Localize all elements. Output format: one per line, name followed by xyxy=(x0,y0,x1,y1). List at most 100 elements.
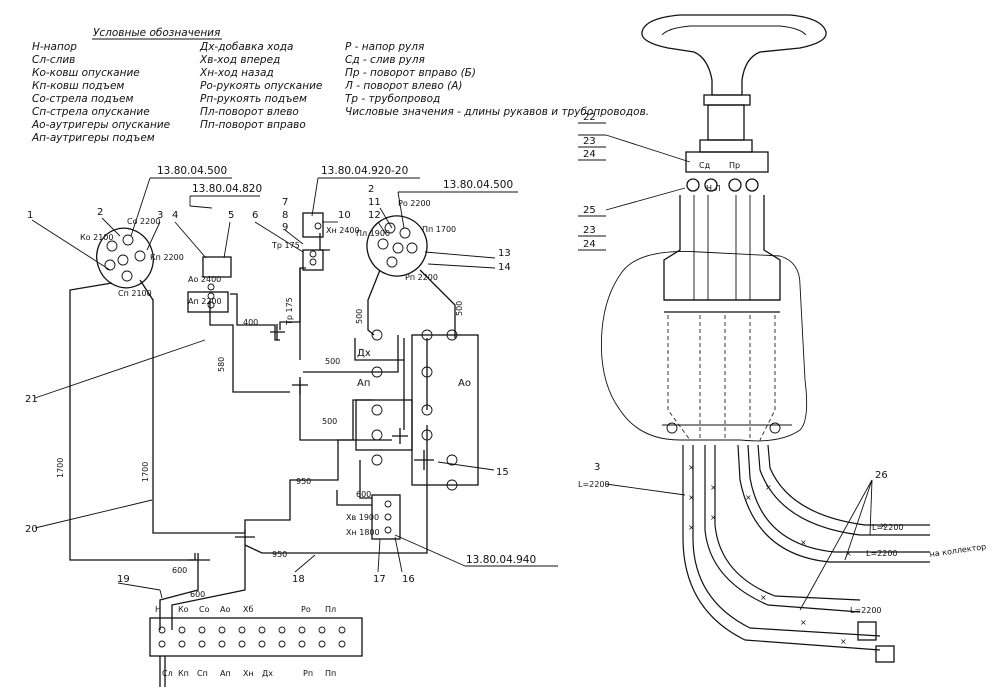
label-l2200-c: L=2200 xyxy=(866,549,898,558)
leader xyxy=(34,499,153,529)
port-circle xyxy=(207,283,215,291)
tee-fitting xyxy=(292,377,308,395)
pipe-xn xyxy=(319,233,330,251)
connector-top-label: Хб xyxy=(243,605,253,614)
steering-hub xyxy=(703,94,751,106)
leader xyxy=(174,221,207,259)
callout-8: 8 xyxy=(282,210,288,221)
pipe-1700-left xyxy=(69,282,196,561)
legend-item: Со-стрела подъем xyxy=(32,93,133,105)
callout-19: 19 xyxy=(117,574,130,585)
callout-22: 22 xyxy=(583,112,596,123)
legend-item: Ро-рукоять опускание xyxy=(200,80,322,92)
label-pr: Пр xyxy=(729,161,740,170)
port-circle xyxy=(134,250,146,262)
pipe-950-lower xyxy=(244,425,428,554)
port-circle xyxy=(446,479,458,491)
connector-port xyxy=(258,640,266,648)
leader xyxy=(223,221,231,259)
distributor-left xyxy=(96,227,154,289)
callout-23b: 23 xyxy=(583,225,596,236)
hose-tick-mark: × xyxy=(845,549,852,558)
port-circle xyxy=(384,513,392,521)
port-circle xyxy=(384,526,392,534)
callout-4: 4 xyxy=(172,210,178,221)
hose-lines xyxy=(693,195,751,300)
callout-9: 9 xyxy=(282,222,288,233)
hose-tick-mark: × xyxy=(688,493,695,502)
port-circle xyxy=(392,242,404,254)
port-circle xyxy=(106,240,118,252)
leader xyxy=(159,589,163,599)
left-schematic: Ко 2100 Со 2200 Кп 2200 Сп 2100 Ао 2400 … xyxy=(25,165,558,687)
steering-flange xyxy=(699,139,753,153)
valve-block-ao xyxy=(187,291,229,313)
port-circle xyxy=(207,301,215,309)
steering-valve xyxy=(685,151,769,173)
tee-fitting xyxy=(235,530,255,545)
callout-17: 17 xyxy=(373,574,386,585)
code-820: 13.80.04.820 xyxy=(192,183,262,195)
connector-port xyxy=(158,626,166,634)
port-circle xyxy=(371,366,383,378)
pipe-h xyxy=(159,568,199,630)
legend-item: Л - поворот влево (А) xyxy=(344,80,463,92)
dim-950a: 950 xyxy=(296,477,311,486)
dim-580: 580 xyxy=(217,357,226,372)
hose-3 xyxy=(737,444,930,563)
hidden-hoses xyxy=(667,315,776,441)
leader xyxy=(294,554,316,573)
leader xyxy=(101,217,121,237)
label-kp2200: Кп 2200 xyxy=(150,253,184,262)
dim-1700b: 1700 xyxy=(141,462,150,482)
connector-bottom-label: Дх xyxy=(262,669,273,678)
connector-port xyxy=(218,640,226,648)
label-ao: Ао xyxy=(458,378,471,389)
legend-item: Ко-ковш опускание xyxy=(32,67,140,79)
hose-end-fitting xyxy=(857,621,877,641)
leader xyxy=(424,251,496,259)
label-xn1800: Хн 1800 xyxy=(346,528,380,537)
label-nl: Н Л xyxy=(706,184,721,193)
fitting-circle xyxy=(745,178,759,192)
port-circle xyxy=(371,429,383,441)
valve-block-tr xyxy=(302,249,324,271)
callout-3: 3 xyxy=(157,210,163,221)
leader xyxy=(394,534,466,567)
legend-item: Хв-ход вперед xyxy=(199,54,280,66)
legend-title: Условные обозначения xyxy=(93,27,220,39)
legend-item: Дх-добавка хода xyxy=(199,41,293,53)
label-l2200-b: L=2200 xyxy=(872,523,904,532)
hose-tick-mark: × xyxy=(760,593,767,602)
connector-port xyxy=(178,626,186,634)
legend-item: Р - напор руля xyxy=(345,41,424,53)
legend-item: Ап-аутригеры подъем xyxy=(31,132,155,144)
legend-item: Сл-слив xyxy=(32,54,75,66)
port-circle xyxy=(104,259,116,271)
connector-port xyxy=(318,640,326,648)
port-circle xyxy=(446,454,458,466)
label-cn2100: Сп 2100 xyxy=(118,289,152,298)
connector-bottom-label: Кп xyxy=(178,669,189,678)
port-circle xyxy=(371,454,383,466)
port-circle xyxy=(121,270,133,282)
connector-port xyxy=(338,626,346,634)
hose-1b xyxy=(692,445,881,637)
fitting-circle xyxy=(728,178,742,192)
bracket-inner xyxy=(355,399,413,451)
hose-2b xyxy=(714,445,861,601)
legend-item: Н-напор xyxy=(32,41,77,53)
pipe-1700-right xyxy=(139,279,245,534)
hose-tick-mark: × xyxy=(688,463,695,472)
code-500-left: 13.80.04.500 xyxy=(157,165,227,177)
leader xyxy=(117,582,161,591)
label-ao2400: Ао 2400 xyxy=(188,275,221,284)
legend-item: Сд - слив руля xyxy=(345,54,425,66)
leader xyxy=(379,207,393,229)
label-xb1900: Хв 1900 xyxy=(346,513,379,522)
dim-1700a: 1700 xyxy=(56,458,65,478)
leader xyxy=(189,205,213,209)
cab-outline xyxy=(600,251,808,442)
